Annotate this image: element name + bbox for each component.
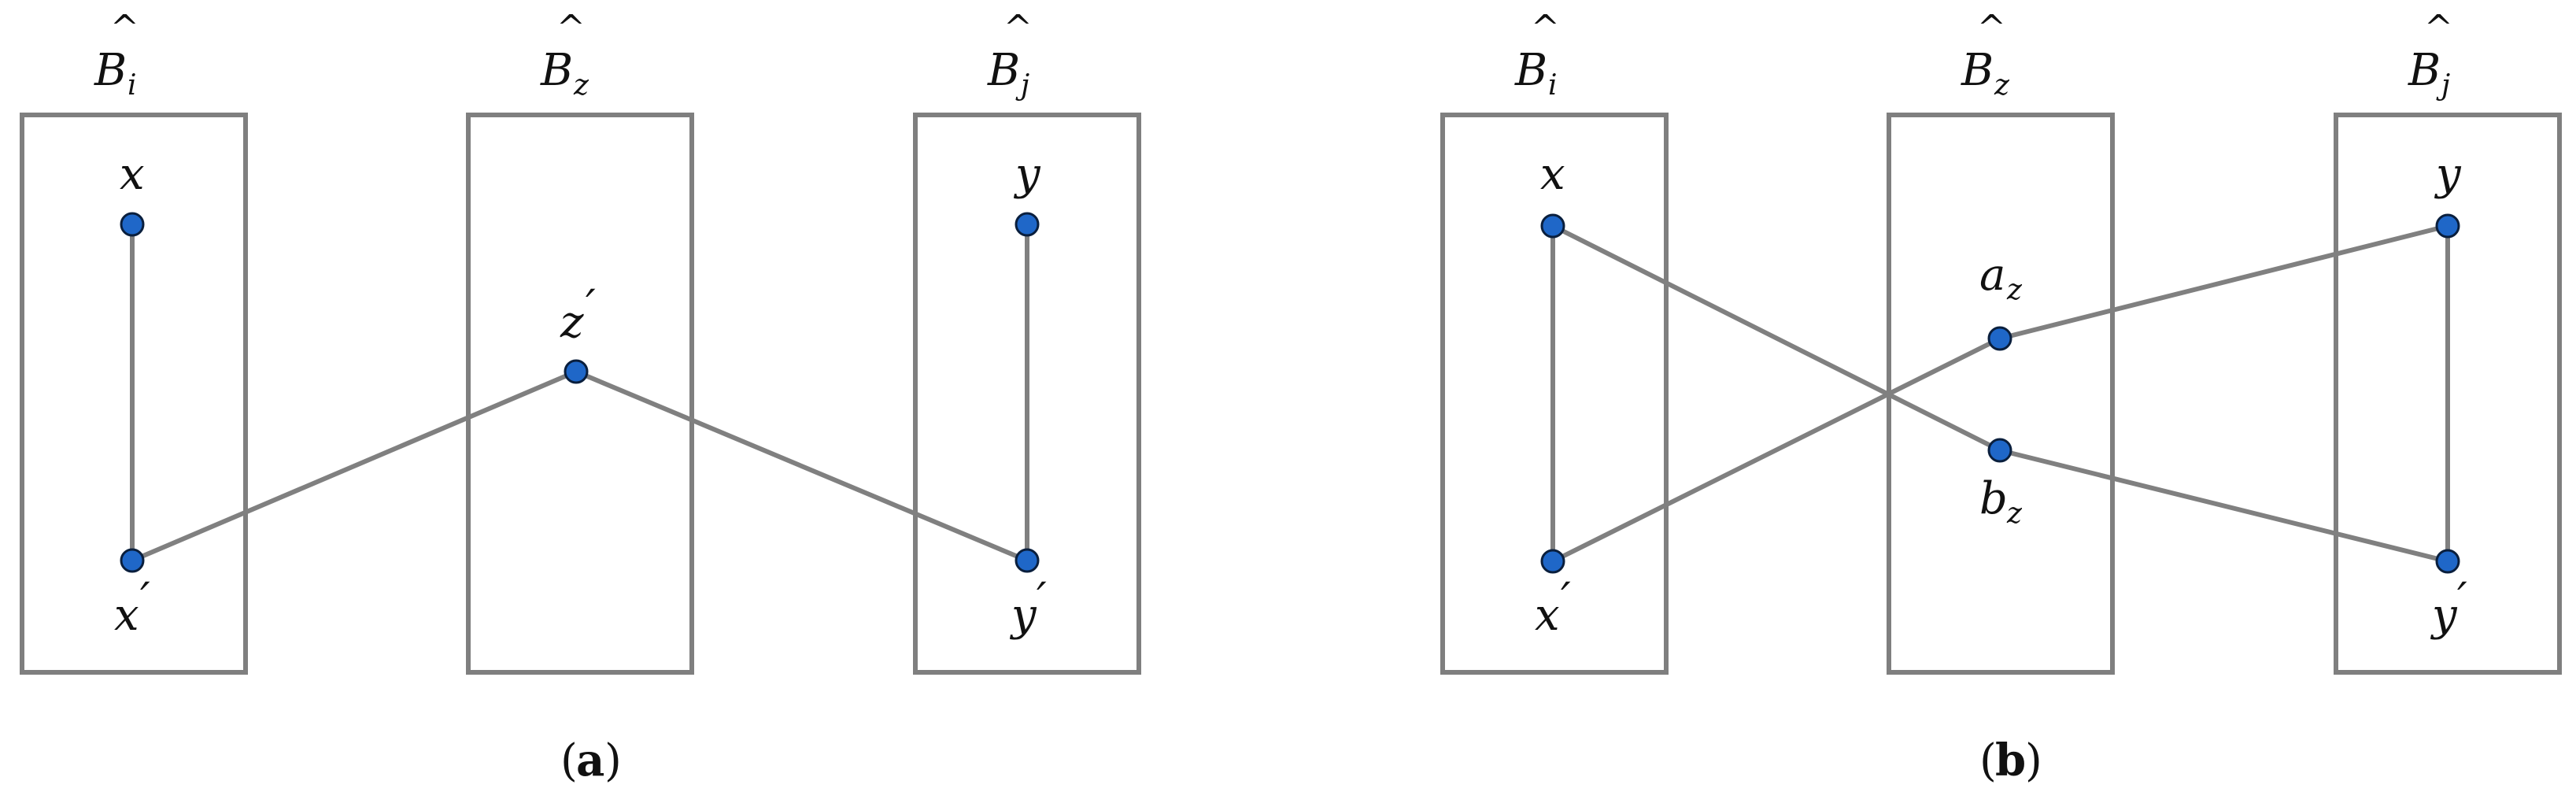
svg-text:z: z — [2006, 498, 2023, 530]
caption-b: ( b ) — [1979, 735, 2042, 786]
svg-text:y: y — [2430, 590, 2458, 641]
label-y-b: y — [2434, 149, 2462, 200]
edge-x-bz-b — [1550, 224, 2002, 453]
svg-text:′: ′ — [1561, 574, 1571, 625]
edge-zprime-yprime-a — [574, 369, 1029, 563]
panel-a: ^ B i ^ B z ^ B j x x ′ — [20, 8, 1141, 786]
box-b-z-b — [1887, 113, 2115, 675]
box-b-j-b — [2334, 113, 2562, 675]
node-x-b — [1540, 213, 1565, 239]
node-az-b — [1987, 326, 2012, 351]
svg-text:z: z — [1994, 69, 2010, 102]
box-label-b-z-b: ^ B z — [1961, 8, 2010, 102]
label-yprime-b: y ′ — [2430, 574, 2467, 641]
box-label-b-i-b: ^ B i — [1514, 8, 1560, 102]
svg-text:′: ′ — [140, 574, 150, 625]
edge-bz-yprime-b — [1998, 448, 2450, 564]
node-y-b — [2435, 213, 2460, 239]
svg-text:a: a — [576, 735, 604, 786]
svg-text:B: B — [1514, 45, 1547, 96]
svg-text:B: B — [94, 45, 127, 96]
svg-text:x: x — [114, 590, 139, 641]
edge-xprime-az-b — [1550, 336, 2002, 564]
svg-text:a: a — [1979, 250, 2005, 301]
box-label-b-z-a: ^ B z — [540, 8, 589, 102]
svg-text:′: ′ — [586, 281, 596, 332]
node-zprime-a — [564, 359, 589, 384]
label-xprime-a: x ′ — [114, 574, 150, 641]
svg-text:B: B — [1961, 45, 1994, 96]
svg-text:x: x — [1535, 590, 1560, 641]
node-xprime-b — [1540, 549, 1565, 574]
label-zprime-a: z ′ — [560, 281, 596, 348]
svg-text:z: z — [560, 297, 584, 348]
box-b-i-b — [1440, 113, 1669, 675]
box-b-i-a — [20, 113, 248, 675]
svg-text:′: ′ — [1037, 574, 1047, 625]
svg-text:B: B — [987, 45, 1020, 96]
svg-text:^: ^ — [2424, 8, 2453, 48]
label-y-a: y — [1013, 149, 1041, 200]
node-xprime-a — [120, 548, 145, 573]
node-bz-b — [1987, 438, 2012, 463]
svg-text:y: y — [1013, 149, 1041, 200]
label-x-a: x — [120, 149, 145, 200]
node-x-a — [120, 212, 145, 237]
svg-text:^: ^ — [556, 8, 586, 48]
box-label-b-i-a: ^ B i — [94, 8, 139, 102]
svg-text:z: z — [573, 69, 589, 102]
box-b-z-a — [466, 113, 694, 675]
label-yprime-a: y ′ — [1009, 574, 1047, 641]
edge-xprime-zprime-a — [130, 369, 578, 563]
svg-text:): ) — [604, 735, 622, 786]
label-az-b: a z — [1979, 250, 2023, 306]
svg-text:^: ^ — [1003, 8, 1033, 48]
label-x-b: x — [1540, 149, 1565, 200]
svg-text:b: b — [1995, 735, 2026, 786]
caption-a: ( a ) — [560, 735, 622, 786]
node-y-a — [1015, 212, 1040, 237]
label-xprime-b: x ′ — [1535, 574, 1571, 641]
box-label-b-j-b: ^ B j — [2408, 8, 2453, 102]
svg-text:^: ^ — [1977, 8, 2006, 48]
svg-text:z: z — [2006, 274, 2023, 306]
box-label-b-j-a: ^ B j — [987, 8, 1033, 102]
svg-text:i: i — [128, 69, 137, 102]
box-b-j-a — [913, 113, 1141, 675]
svg-text:x: x — [120, 149, 145, 200]
svg-text:b: b — [1979, 473, 2008, 524]
svg-text:′: ′ — [2457, 574, 2467, 625]
node-yprime-a — [1015, 548, 1040, 573]
svg-text:B: B — [2408, 45, 2441, 96]
edge-az-y-b — [1998, 224, 2450, 341]
svg-text:i: i — [1548, 69, 1558, 102]
svg-text:): ) — [2025, 735, 2042, 786]
svg-text:(: ( — [560, 735, 578, 786]
svg-text:(: ( — [1979, 735, 1997, 786]
svg-text:B: B — [540, 45, 573, 96]
node-yprime-b — [2435, 549, 2460, 574]
label-bz-b: b z — [1979, 473, 2023, 530]
svg-text:y: y — [2434, 149, 2462, 200]
svg-text:y: y — [1009, 590, 1037, 641]
svg-text:^: ^ — [1531, 8, 1560, 48]
svg-text:^: ^ — [110, 8, 139, 48]
svg-text:x: x — [1540, 149, 1565, 200]
panel-b: ^ B i ^ B z ^ B j x x — [1440, 8, 2562, 786]
